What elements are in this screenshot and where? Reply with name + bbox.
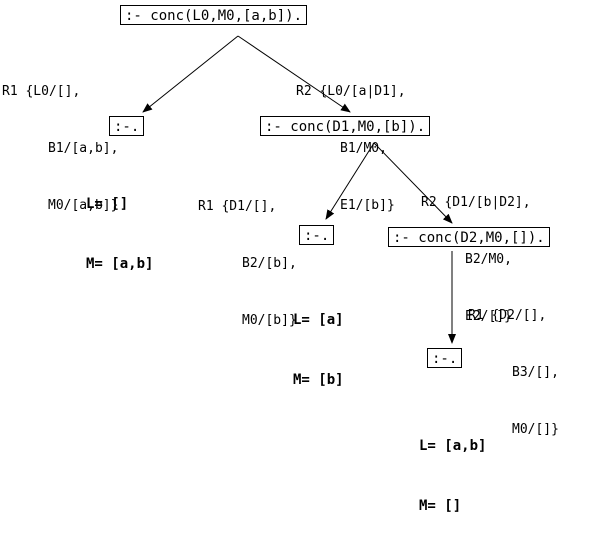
answer-l: L= [a,b]	[419, 438, 487, 454]
edge-root-n2	[237, 35, 351, 113]
rule-label: R2	[421, 195, 437, 210]
answer-l: L= []	[86, 196, 129, 212]
rule-label: R2	[296, 84, 312, 99]
substitution-r1-d1: R1 {D1/[], B2/[b], M0/[b]}	[198, 159, 297, 349]
goal-node-root: :- conc(L0,M0,[a,b]).	[120, 5, 308, 25]
answer-m: M= []	[419, 498, 462, 514]
subst-line: M0/[a,b]}	[48, 198, 119, 213]
answer-1: L= [] M= [a,b]	[86, 154, 153, 294]
subst-line: B2/[b],	[242, 256, 297, 271]
subst-line: E1/[b]}	[340, 198, 395, 213]
subst-line: {L0/[],	[25, 84, 81, 99]
answer-2: L= [a] M= [b]	[293, 270, 344, 410]
answer-m: M= [b]	[293, 372, 344, 388]
edge-n2-n4	[373, 142, 453, 224]
rule-label: R1	[2, 84, 18, 99]
edge-root-n1	[142, 35, 239, 113]
goal-node-conc-d2: :- conc(D2,M0,[]).	[388, 227, 550, 247]
subst-line: {L0/[a|D1],	[319, 84, 406, 99]
edge-n2-n3	[325, 142, 375, 220]
subst-line: B1/[a,b],	[48, 141, 119, 156]
answer-l: L= [a]	[293, 312, 344, 328]
goal-node-empty-1: :-.	[109, 116, 145, 136]
subst-line: E2/[]}	[465, 309, 512, 324]
subst-line: B1/M0,	[340, 141, 387, 156]
rule-label: R1	[468, 308, 484, 323]
subst-line: B2/M0,	[465, 252, 512, 267]
rule-label: R1	[198, 199, 214, 214]
substitution-r2-d1: R2 {D1/[b|D2], B2/M0, E2/[]}	[421, 155, 531, 345]
goal-node-empty-3: :-.	[427, 348, 463, 368]
answer-m: M= [a,b]	[86, 256, 154, 272]
subst-line: {D2/[],	[491, 308, 547, 323]
subst-line: B3/[],	[512, 365, 559, 380]
goal-node-empty-2: :-.	[299, 225, 335, 245]
goal-node-conc-d1: :- conc(D1,M0,[b]).	[260, 116, 431, 136]
subst-line: {D1/[b|D2],	[444, 195, 531, 210]
subst-line: {D1/[],	[221, 199, 277, 214]
substitution-r2-root: R2 {L0/[a|D1], B1/M0, E1/[b]}	[296, 44, 406, 234]
derivation-tree-edges	[142, 35, 456, 344]
answer-3: L= [a,b] M= []	[419, 396, 486, 536]
subst-line: M0/[b]}	[242, 313, 297, 328]
substitution-r1-root: R1 {L0/[], B1/[a,b], M0/[a,b]}	[2, 44, 118, 234]
